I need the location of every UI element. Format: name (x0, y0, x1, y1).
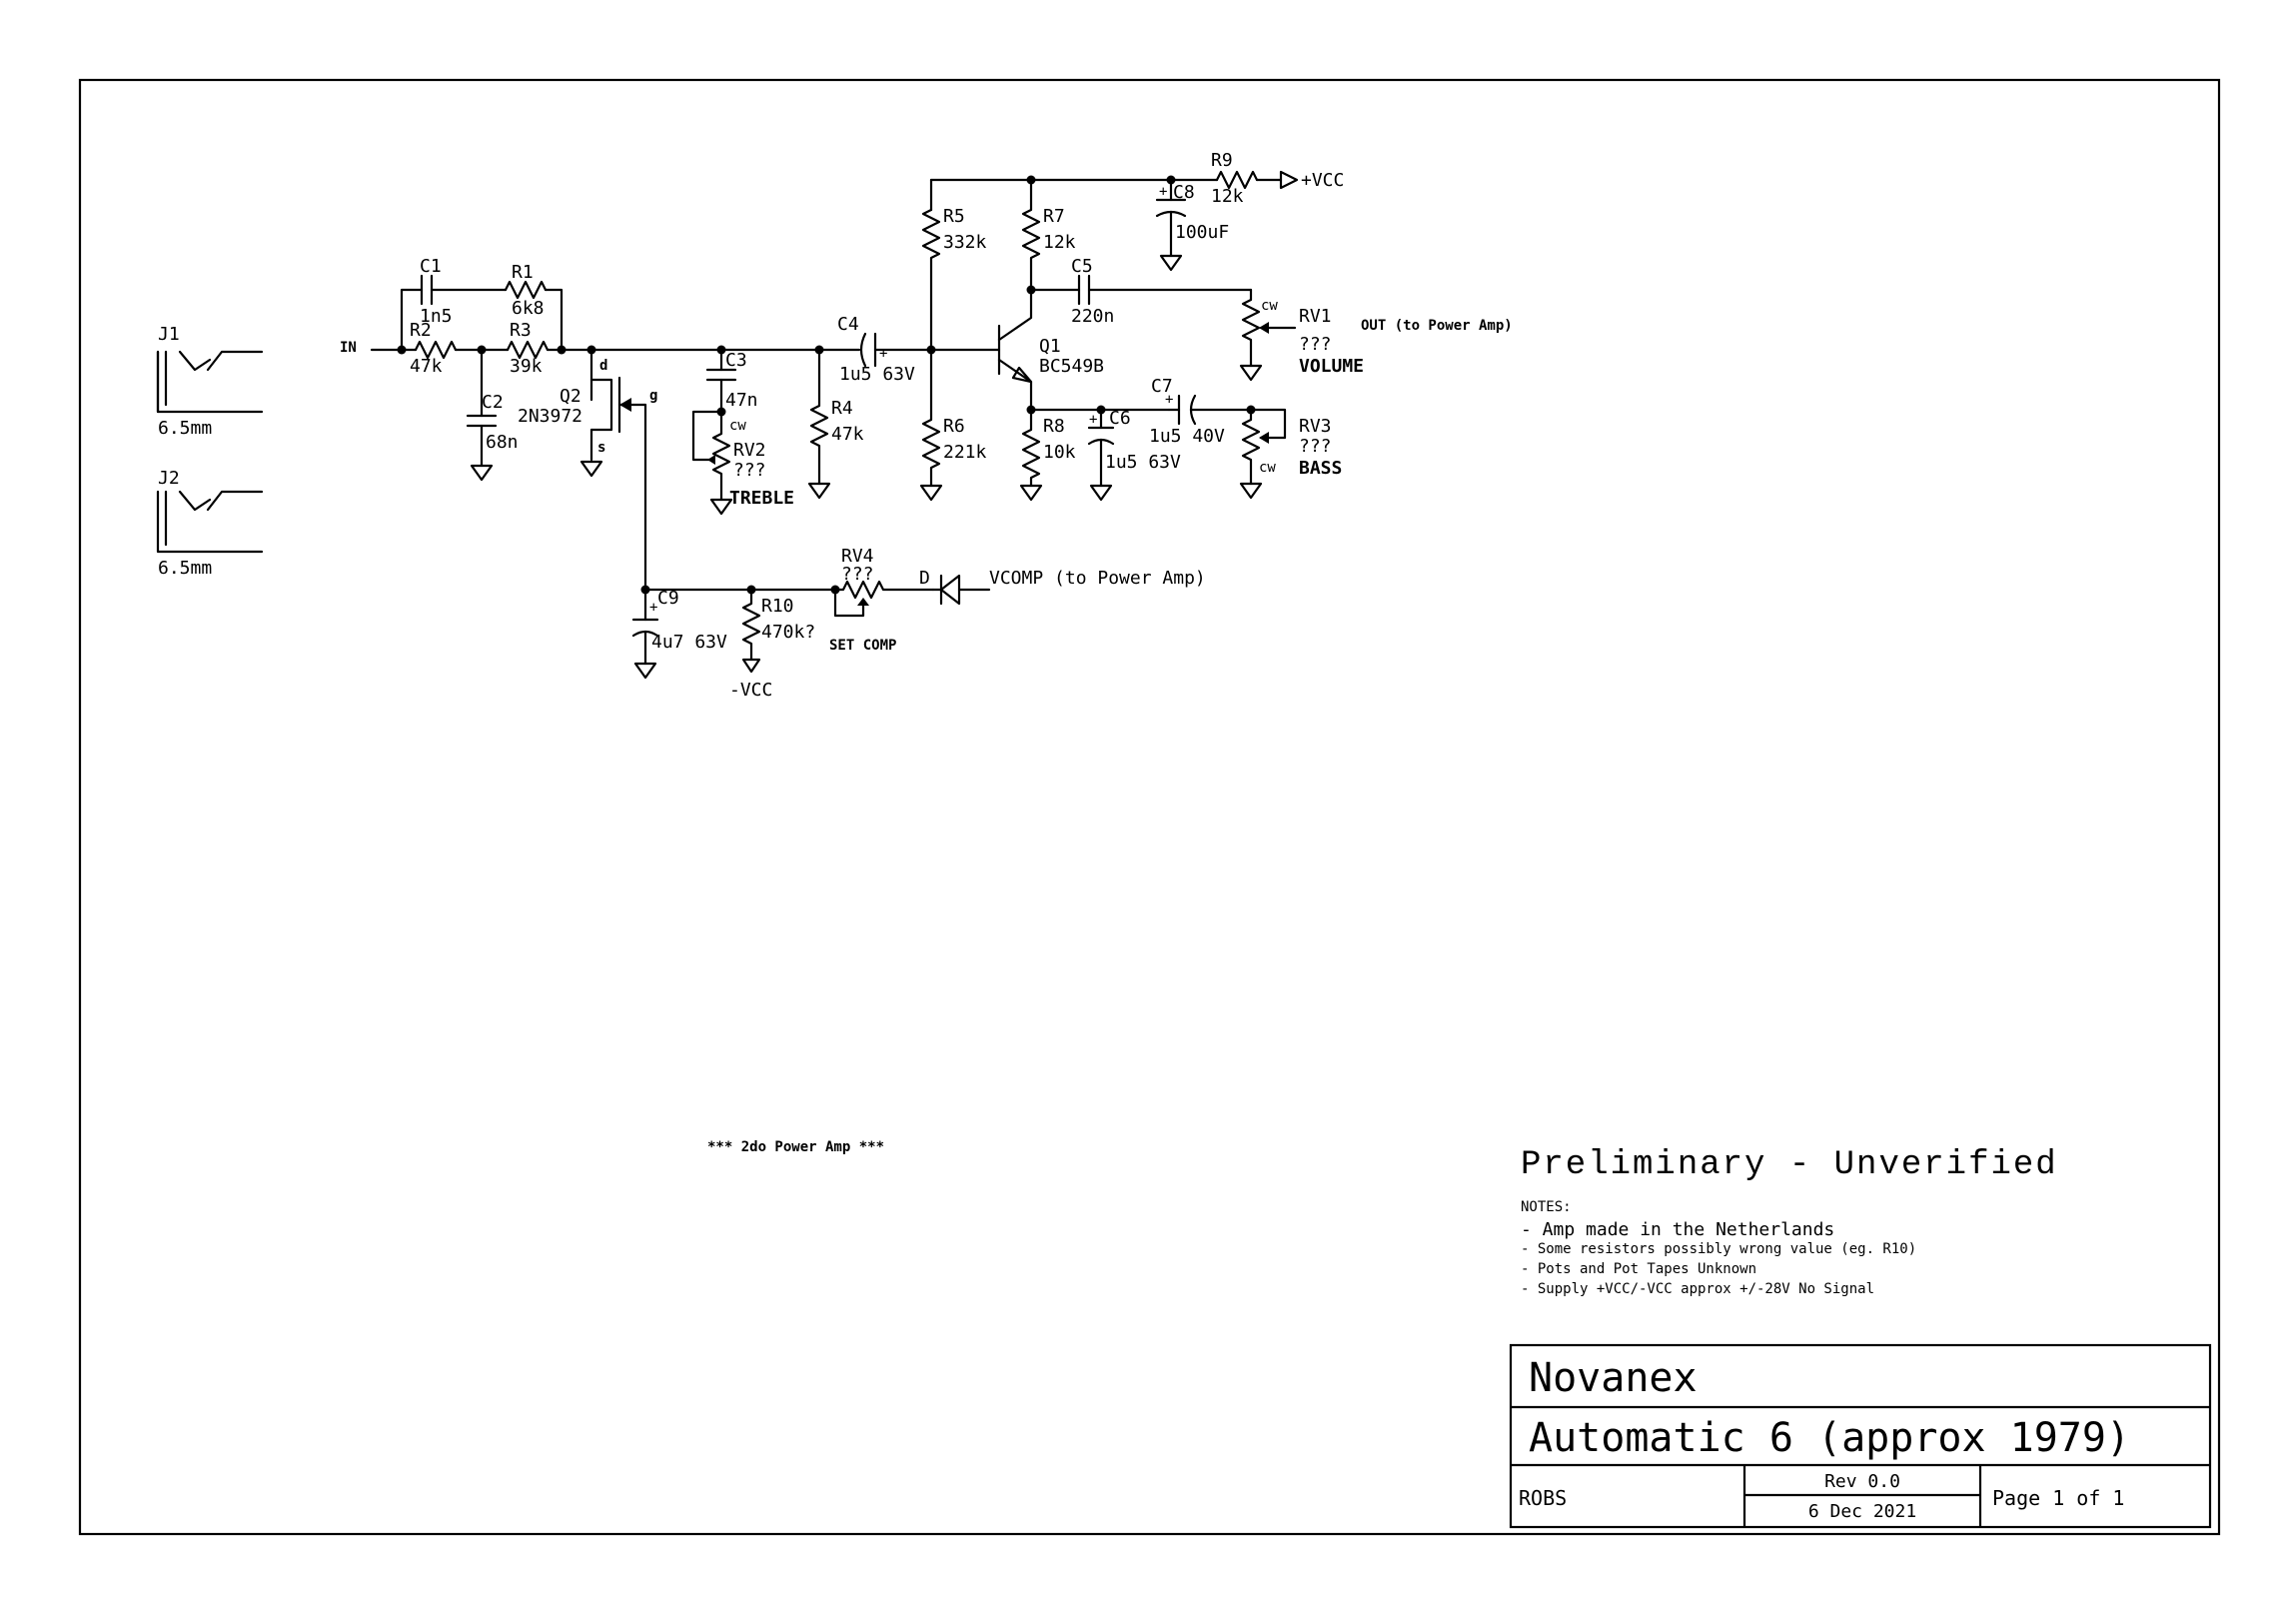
rv3-ref: RV3 (1299, 416, 1332, 437)
sheet-title: Automatic 6 (approx 1979) (1529, 1415, 2130, 1461)
svg-text:+: + (1089, 412, 1097, 428)
r7-value: 12k (1043, 232, 1076, 253)
connector-j1: J1 6.5mm (156, 324, 264, 439)
net-out-label: OUT (to Power Amp) (1361, 318, 1513, 334)
c6-ref: C6 (1109, 408, 1131, 429)
status-text: Preliminary - Unverified (1521, 1146, 2058, 1184)
note-item-2: - Some resistors possibly wrong value (e… (1521, 1241, 1916, 1257)
j2-value: 6.5mm (158, 558, 212, 579)
svg-text:+: + (649, 600, 657, 616)
c8-value: 100uF (1175, 222, 1229, 243)
r8-ref: R8 (1043, 416, 1065, 437)
c4-ref: C4 (837, 314, 859, 335)
c2-value: 68n (486, 432, 519, 453)
r2-ref: R2 (410, 320, 432, 341)
diode-ref: D (919, 568, 930, 589)
r8-value: 10k (1043, 442, 1076, 463)
c9-ref: C9 (657, 588, 679, 609)
r1-value: 6k8 (512, 298, 545, 319)
svg-text:+: + (879, 346, 887, 362)
r2-value: 47k (410, 356, 443, 377)
r9-ref: R9 (1211, 150, 1233, 171)
c9-value: 4u7 63V (651, 632, 727, 653)
j1-ref: J1 (158, 324, 180, 345)
j1-value: 6.5mm (158, 418, 212, 439)
rv1-name: VOLUME (1299, 356, 1364, 377)
q2-pin-d: d (599, 358, 607, 374)
rv2-ref: RV2 (733, 440, 766, 461)
rv4-value: ??? (841, 564, 874, 585)
c2-ref: C2 (482, 392, 504, 413)
q2-ref: Q2 (560, 386, 581, 407)
q1-value: BC549B (1039, 356, 1104, 377)
rv3-name: BASS (1299, 458, 1342, 479)
company-name: Novanex (1529, 1355, 1698, 1401)
r10-ref: R10 (761, 596, 794, 617)
power-amp-note: *** 2do Power Amp *** (707, 1139, 884, 1155)
rv4-ref: RV4 (841, 546, 874, 567)
q2-jfet: d g s Q2 2N3972 (518, 348, 657, 592)
r6-ref: R6 (943, 416, 965, 437)
net-vcomp-label: VCOMP (to Power Amp) (989, 568, 1206, 589)
q2-pin-g: g (649, 388, 657, 404)
page-number: Page 1 of 1 (1992, 1486, 2124, 1510)
date: 6 Dec 2021 (1808, 1501, 1916, 1522)
note-item-3: - Pots and Pot Tapes Unknown (1521, 1261, 1756, 1277)
rv2-value: ??? (733, 460, 766, 481)
sheet-border (78, 78, 2221, 1536)
title-block: Novanex Automatic 6 (approx 1979) ROBS R… (1509, 1343, 2212, 1529)
c1-value: 1n5 (420, 306, 453, 327)
rv2-name: TREBLE (729, 488, 794, 509)
c3-value: 47n (725, 390, 758, 411)
revision: Rev 0.0 (1824, 1471, 1900, 1492)
r5-ref: R5 (943, 206, 965, 227)
rv1-tap: cw (1261, 298, 1278, 314)
c3-ref: C3 (725, 350, 747, 371)
svg-text:+: + (1165, 392, 1173, 408)
j2-ref: J2 (158, 468, 180, 489)
r3-value: 39k (510, 356, 543, 377)
c8-ref: C8 (1173, 182, 1195, 203)
rv4-name: SET COMP (829, 638, 896, 654)
r3-ref: R3 (510, 320, 532, 341)
net-in-label: IN (340, 340, 357, 356)
r10-value: 470k? (761, 622, 815, 643)
svg-text:+: + (1159, 184, 1167, 200)
r7-ref: R7 (1043, 206, 1065, 227)
c7-ref: C7 (1151, 376, 1173, 397)
rv3-value: ??? (1299, 436, 1332, 457)
q1-npn: Q1 BC549B (929, 288, 1104, 412)
notes-header: NOTES: (1521, 1199, 1572, 1215)
r5-value: 332k (943, 232, 987, 253)
net-vcc-label: +VCC (1301, 170, 1344, 191)
c5-value: 220n (1071, 306, 1114, 327)
r9-value: 12k (1211, 186, 1244, 207)
author: ROBS (1519, 1486, 1567, 1510)
rv1-value: ??? (1299, 334, 1332, 355)
rv3-tap: cw (1259, 460, 1276, 476)
c7-value: 1u5 40V (1149, 426, 1225, 447)
r6-value: 221k (943, 442, 987, 463)
r1-ref: R1 (512, 262, 534, 283)
c5-ref: C5 (1071, 256, 1093, 277)
c6-value: 1u5 63V (1105, 452, 1181, 473)
q2-value: 2N3972 (518, 406, 582, 427)
r4-value: 47k (831, 424, 864, 445)
note-item-1: - Amp made in the Netherlands (1521, 1219, 1834, 1240)
c4-value: 1u5 63V (839, 364, 915, 385)
net-neg-vcc-label: -VCC (729, 680, 772, 701)
c1-ref: C1 (420, 256, 442, 277)
rv1-ref: RV1 (1299, 306, 1332, 327)
q1-ref: Q1 (1039, 336, 1061, 357)
connector-j2: J2 6.5mm (156, 468, 264, 579)
rv2-tap: cw (729, 418, 746, 434)
r4-ref: R4 (831, 398, 853, 419)
q2-pin-s: s (597, 440, 605, 456)
note-item-4: - Supply +VCC/-VCC approx +/-28V No Sign… (1521, 1281, 1874, 1297)
